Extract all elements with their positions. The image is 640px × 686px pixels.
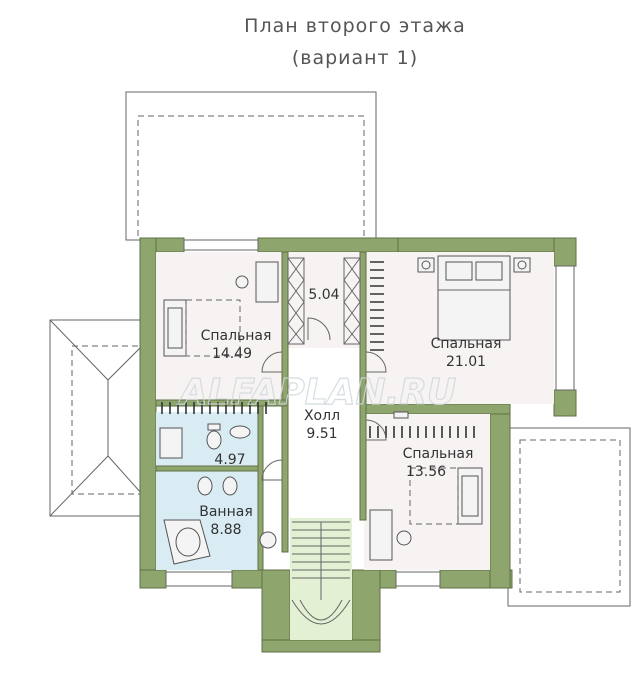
right-balcony: [507, 427, 631, 607]
wardrobes: [161, 261, 475, 438]
room-name: Спальная: [431, 336, 502, 352]
room-area: 21.01: [446, 354, 486, 370]
plan-title: План второго этажа: [244, 15, 466, 37]
watermark: ALFAPLAN.RU: [177, 372, 457, 413]
doors: [261, 351, 387, 481]
left-roof: [49, 319, 145, 517]
room-area: 4.97: [214, 452, 245, 468]
room-area: 13.56: [406, 464, 446, 480]
room-area: 9.51: [306, 426, 337, 442]
room-name: Ванная: [199, 504, 253, 520]
bathroom-fixtures: [159, 423, 277, 565]
interior-walls: [155, 251, 367, 571]
room-area: 14.49: [212, 346, 252, 362]
room-area: 8.88: [210, 522, 241, 538]
staircase: [291, 521, 351, 625]
dressing-closets: [287, 257, 361, 345]
room-name: Спальная: [403, 446, 474, 462]
room-name: Холл: [304, 408, 340, 424]
room-labels: Спальная 14.49 5.04 Спальная 21.01 Холл …: [199, 287, 501, 538]
hall-floor: [286, 348, 364, 518]
room-name: Спальная: [201, 328, 272, 344]
exterior-walls: [139, 237, 577, 653]
top-balcony: [125, 91, 377, 241]
bedroom-right-furniture: [369, 411, 483, 561]
room-area: 5.04: [308, 287, 339, 303]
bedroom-left-furniture: [163, 261, 279, 357]
plan-subtitle: (вариант 1): [292, 47, 418, 69]
bedroom-master-furniture: [417, 255, 531, 341]
windows: [165, 239, 575, 587]
